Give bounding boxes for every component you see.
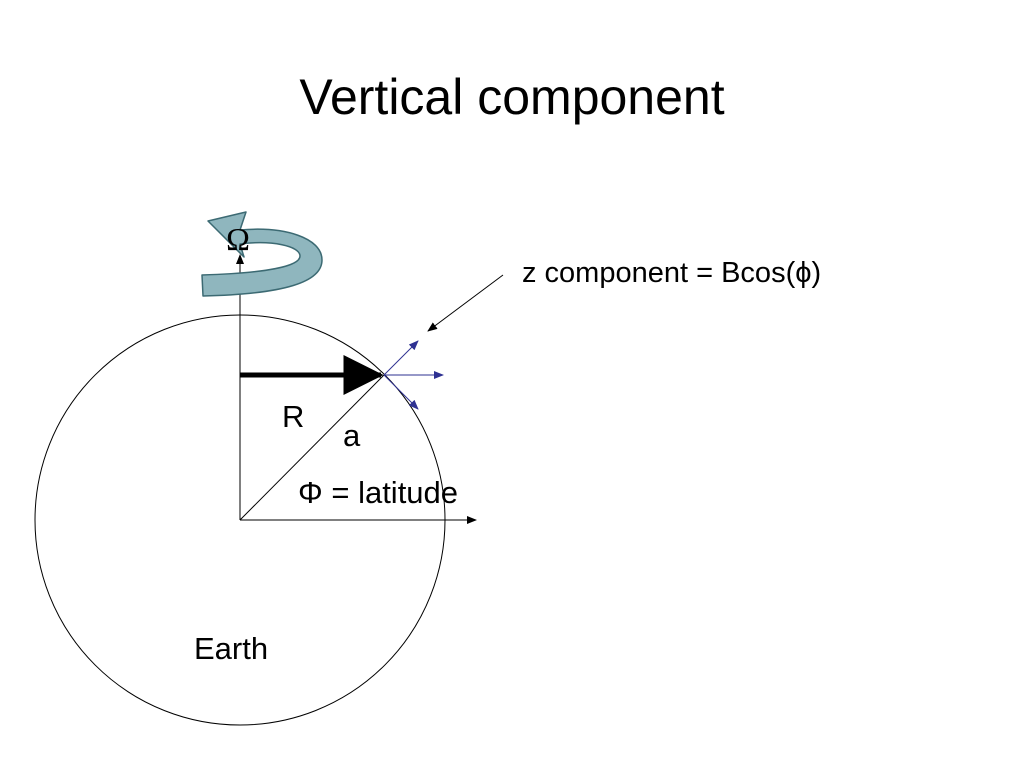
z-component-pointer-arrow [427,274,504,332]
r-label: R [282,399,304,434]
vector-arrow-up [383,340,419,376]
omega-label: Ω [226,221,250,257]
field-vector-arrows [383,340,444,410]
a-label: a [343,418,361,453]
vector-arrow-down [383,374,419,410]
earth-label: Earth [194,631,268,666]
radius-line-a [239,374,385,521]
curved-rotation-arrow-icon [201,211,323,297]
latitude-label: Φ = latitude [298,475,458,510]
z-component-label: z component = Bcos(ϕ) [522,257,821,289]
slide-title: Vertical component [299,69,725,125]
